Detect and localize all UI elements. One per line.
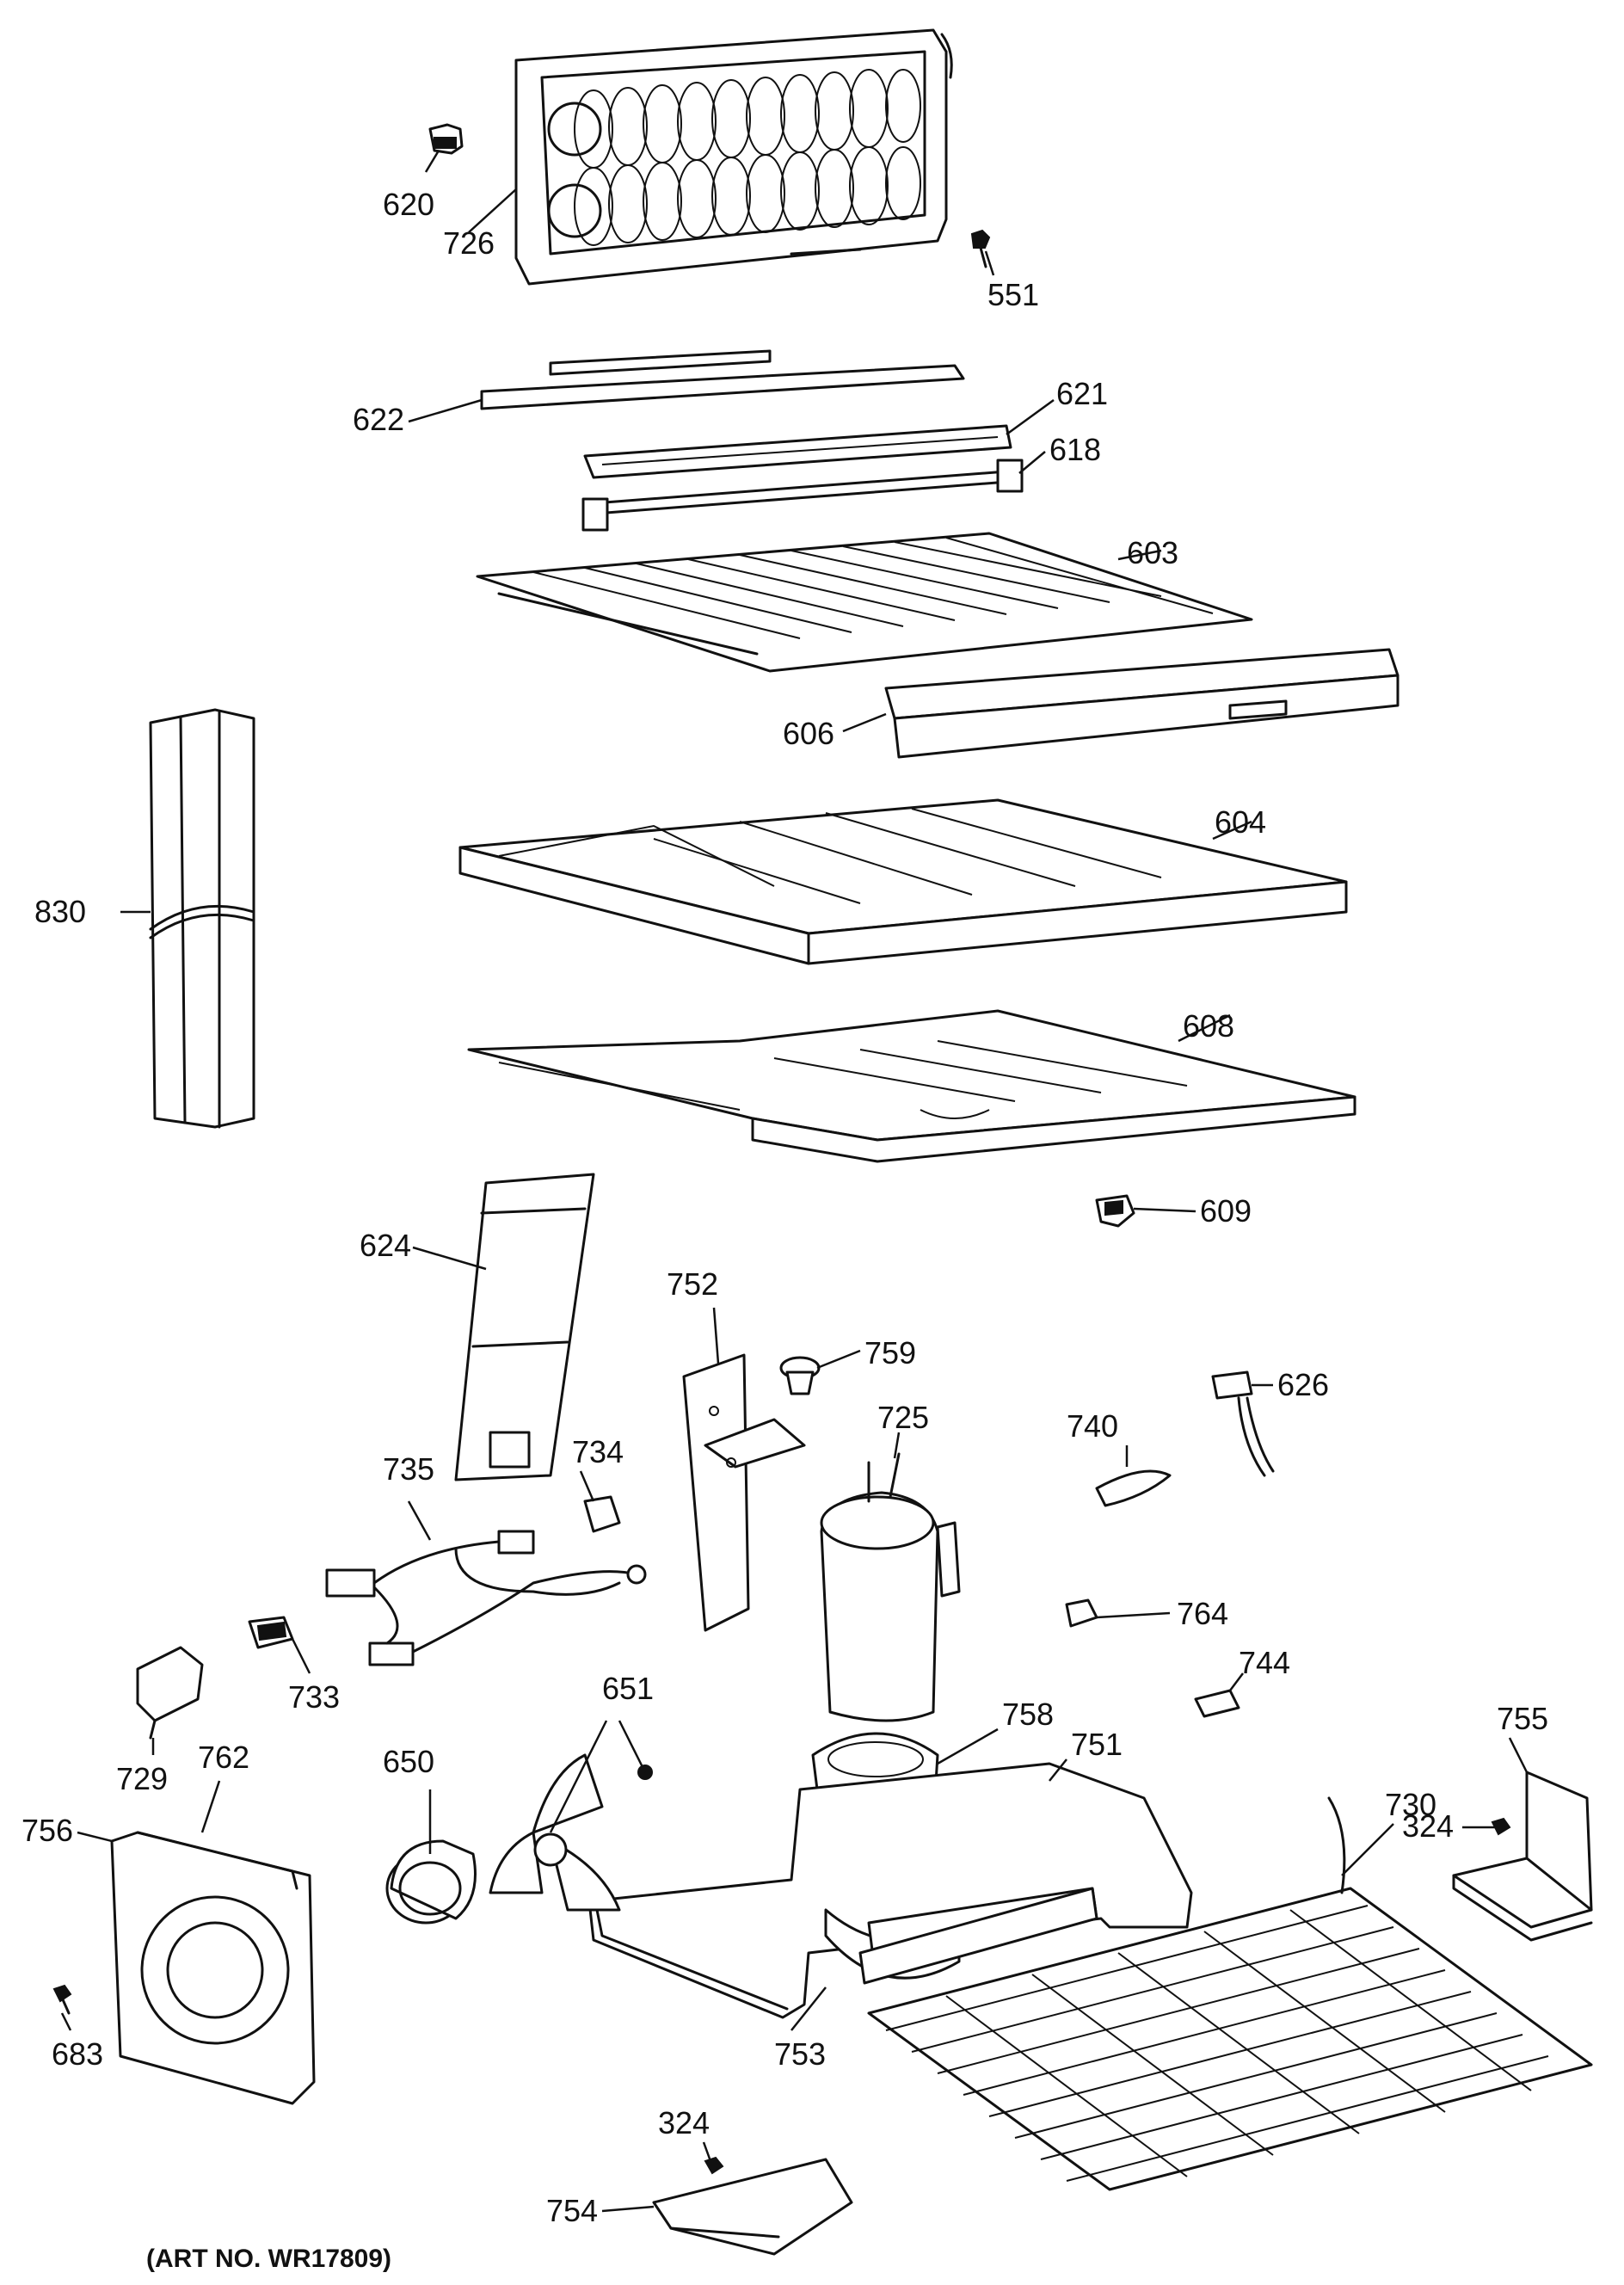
label-744: 744: [1239, 1645, 1290, 1680]
label-604: 604: [1215, 804, 1266, 840]
part-labels: 620 726 551 622 621 618 603 606 604 608 …: [22, 187, 1548, 2228]
grommet-759: [779, 1356, 821, 1395]
label-622: 622: [353, 402, 404, 437]
overload-733: [248, 1616, 294, 1649]
label-651: 651: [602, 1671, 654, 1706]
clip-620: [428, 123, 464, 155]
label-606: 606: [783, 716, 834, 751]
shelf-603: [476, 532, 1253, 673]
label-626: 626: [1277, 1367, 1329, 1402]
label-755: 755: [1497, 1701, 1548, 1736]
label-729: 729: [116, 1761, 168, 1796]
label-762: 762: [198, 1740, 249, 1775]
label-725: 725: [877, 1400, 929, 1435]
screw-683: [52, 1984, 72, 2015]
screw-551: [970, 229, 991, 268]
label-735: 735: [383, 1451, 434, 1487]
screw-324-bottom: [704, 2156, 724, 2175]
evaporator-726: [514, 28, 953, 286]
bracket-755: [1452, 1771, 1593, 1942]
label-609: 609: [1200, 1193, 1252, 1229]
switch-626: [1211, 1370, 1275, 1477]
rail-621: [583, 424, 1012, 479]
evaporator-cover-622: [480, 349, 965, 410]
plate-753: [858, 1887, 1098, 1985]
bracket-754: [652, 2158, 853, 2256]
clip-744: [1194, 1689, 1240, 1718]
condenser-730: [867, 1796, 1593, 2191]
leader-lines: [60, 150, 1529, 2213]
front-panel-606: [884, 648, 1399, 759]
drip-pan-608: [467, 1009, 1356, 1163]
label-603: 603: [1127, 535, 1178, 570]
bracket-752: [682, 1353, 806, 1632]
fan-blade-651: [489, 1753, 653, 1912]
label-752: 752: [667, 1266, 718, 1302]
label-733: 733: [288, 1679, 340, 1715]
label-650: 650: [383, 1744, 434, 1779]
label-683: 683: [52, 2036, 103, 2072]
label-608: 608: [1183, 1008, 1234, 1044]
label-830: 830: [34, 894, 86, 929]
spring-740: [1095, 1469, 1172, 1507]
air-duct-624: [454, 1173, 595, 1481]
drain-trap-609: [1095, 1194, 1135, 1228]
relay-734: [583, 1495, 621, 1533]
compressor-725: [820, 1452, 961, 1722]
fan-shroud-756: [110, 1831, 316, 2105]
label-734: 734: [572, 1434, 624, 1469]
label-624: 624: [360, 1228, 411, 1263]
label-618: 618: [1049, 432, 1101, 467]
label-751: 751: [1071, 1727, 1123, 1762]
screw-324-right: [1491, 1817, 1511, 1836]
label-324-bottom: 324: [658, 2105, 710, 2140]
label-620: 620: [383, 187, 434, 222]
label-754: 754: [546, 2193, 598, 2228]
channel-830: [149, 708, 255, 1129]
label-756: 756: [22, 1813, 73, 1848]
label-764: 764: [1177, 1596, 1228, 1631]
label-730: 730: [1385, 1787, 1436, 1822]
shelf-604: [458, 798, 1348, 965]
label-758: 758: [1002, 1697, 1054, 1732]
label-621: 621: [1056, 376, 1108, 411]
label-726: 726: [443, 225, 495, 261]
fan-motor-650: [385, 1839, 477, 1925]
label-551: 551: [987, 277, 1039, 312]
capacitor-729: [136, 1646, 204, 1740]
art-number: (ART NO. WR17809): [146, 2245, 391, 2273]
defrost-heater-618: [581, 459, 1024, 532]
label-324-right: 324: [1402, 1808, 1454, 1844]
label-753: 753: [774, 2036, 826, 2072]
label-740: 740: [1067, 1408, 1118, 1444]
wire-harness-735: [325, 1530, 647, 1666]
clip-764: [1065, 1598, 1098, 1628]
label-759: 759: [864, 1335, 916, 1370]
